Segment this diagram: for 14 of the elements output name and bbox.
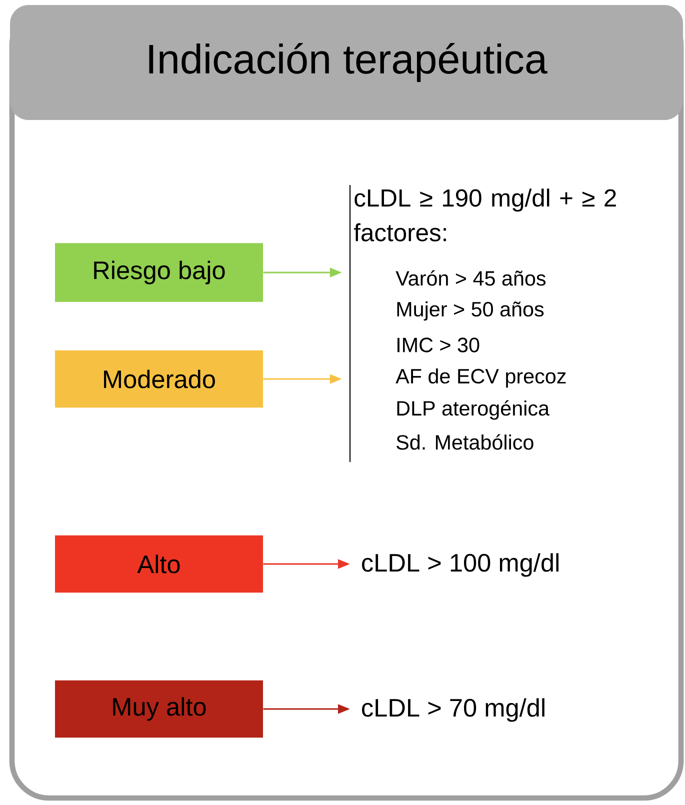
risk-box: Muy alto	[55, 680, 263, 738]
criteria-item: AF de ECV precoz	[396, 368, 566, 388]
criteria-item: DLP aterogénica	[397, 400, 550, 420]
target-text: cLDL > 70 mg/dl	[362, 698, 544, 722]
risk-box: Riesgo bajo	[55, 243, 263, 302]
target-text: cLDL > 100 mg/dl	[362, 553, 558, 577]
criteria-heading: cLDL ≥ 190 mg/dl + ≥ 2 factores:	[354, 188, 616, 242]
risk-box: Alto	[55, 535, 263, 593]
criteria-item: IMC > 30	[398, 338, 480, 352]
criteria-item: Varón > 45 años	[396, 270, 546, 286]
criteria-item: Mujer > 50 años	[397, 301, 544, 321]
title-band: Indicación terapéutica	[10, 5, 683, 120]
risk-box: Moderado	[55, 350, 263, 408]
criteria-item: Sd. Metabólico	[396, 434, 534, 450]
